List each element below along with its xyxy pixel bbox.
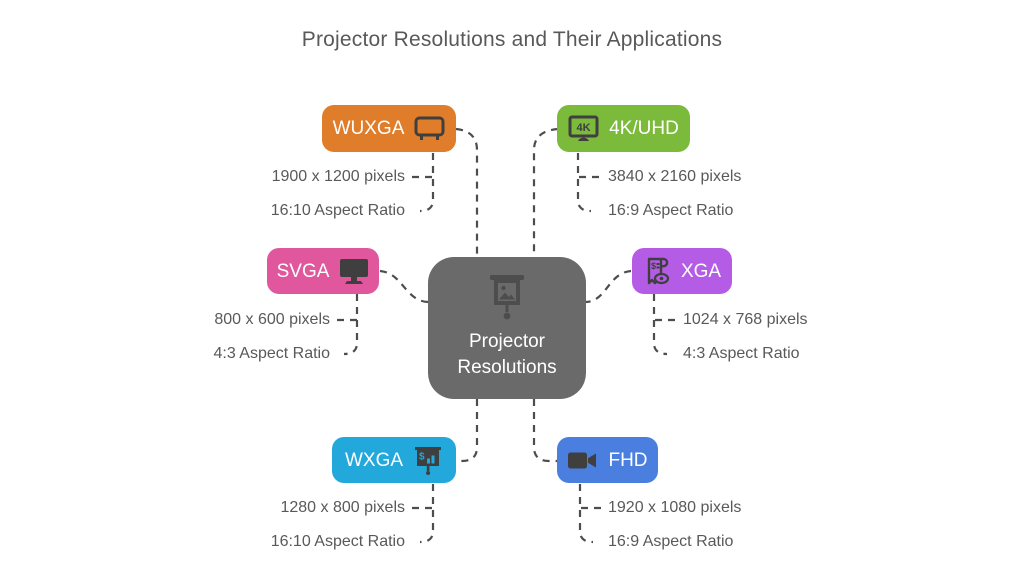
details-4k-uhd: 3840 x 2160 pixels 16:9 Aspect Ratio bbox=[608, 166, 741, 234]
node-wuxga: WUXGA bbox=[322, 105, 456, 152]
aspect-ratio-text: 16:10 Aspect Ratio bbox=[270, 533, 405, 550]
details-wuxga: 1900 x 1200 pixels 16:10 Aspect Ratio bbox=[271, 166, 405, 234]
node-xga: $ XGA bbox=[632, 248, 732, 294]
node-fhd-label: FHD bbox=[608, 449, 648, 471]
node-4k-uhd-label: 4K/UHD bbox=[609, 118, 679, 139]
center-node-label: Projector Resolutions bbox=[457, 331, 557, 378]
svg-text:4K: 4K bbox=[577, 122, 591, 134]
center-node-projector-resolutions: Projector Resolutions bbox=[428, 257, 586, 399]
resolution-text: 800 x 600 pixels bbox=[214, 311, 330, 328]
connector-uhd-center bbox=[532, 127, 559, 257]
bracket-wuxga bbox=[419, 153, 435, 213]
aspect-ratio-text: 16:10 Aspect Ratio bbox=[270, 202, 405, 219]
aspect-ratio-text: 16:9 Aspect Ratio bbox=[608, 202, 734, 219]
node-svga-label: SVGA bbox=[276, 260, 330, 282]
resolution-text: 1024 x 768 pixels bbox=[683, 311, 808, 328]
connector-fhd-center bbox=[532, 399, 557, 463]
details-fhd: 1920 x 1080 pixels 16:9 Aspect Ratio bbox=[608, 497, 741, 565]
bracket-wxga bbox=[419, 484, 435, 544]
projector-screen-icon bbox=[481, 275, 533, 321]
bracket-fhd bbox=[578, 484, 594, 544]
node-wuxga-label: WUXGA bbox=[332, 118, 405, 139]
aspect-ratio-text: 16:9 Aspect Ratio bbox=[608, 533, 734, 550]
bracket-uhd bbox=[576, 153, 592, 213]
resolution-text: 1900 x 1200 pixels bbox=[271, 168, 405, 185]
details-wxga: 1280 x 800 pixels 16:10 Aspect Ratio bbox=[271, 497, 405, 565]
node-svga: SVGA bbox=[267, 248, 379, 294]
node-wxga-label: WXGA bbox=[344, 449, 404, 471]
connector-xga-center bbox=[585, 269, 632, 304]
details-xga: 1024 x 768 pixels 4:3 Aspect Ratio bbox=[683, 309, 808, 377]
receipt-eye-icon: $ bbox=[643, 256, 671, 286]
video-camera-icon bbox=[567, 450, 598, 471]
desktop-monitor-icon bbox=[339, 258, 369, 284]
svg-text:$: $ bbox=[651, 261, 656, 271]
svg-text:$: $ bbox=[419, 451, 425, 462]
node-fhd: FHD bbox=[557, 437, 658, 483]
bracket-svga bbox=[343, 294, 359, 356]
resolution-text: 3840 x 2160 pixels bbox=[608, 168, 742, 185]
presentation-chart-icon: $ bbox=[413, 446, 443, 475]
node-wxga: WXGA $ bbox=[332, 437, 456, 483]
resolution-text: 1920 x 1080 pixels bbox=[608, 499, 742, 516]
connector-wuxga-center bbox=[455, 127, 479, 257]
node-xga-label: XGA bbox=[680, 260, 722, 282]
page-title: Projector Resolutions and Their Applicat… bbox=[301, 28, 723, 51]
connector-wxga-center bbox=[456, 399, 479, 463]
aspect-ratio-text: 4:3 Aspect Ratio bbox=[213, 345, 330, 362]
aspect-ratio-text: 4:3 Aspect Ratio bbox=[683, 345, 800, 362]
4k-monitor-icon: 4K bbox=[568, 115, 599, 142]
node-4k-uhd: 4K 4K/UHD bbox=[557, 105, 690, 152]
details-svga: 800 x 600 pixels 4:3 Aspect Ratio bbox=[213, 309, 330, 377]
bracket-xga bbox=[652, 294, 668, 356]
tv-icon bbox=[414, 116, 445, 141]
resolution-text: 1280 x 800 pixels bbox=[280, 499, 405, 516]
connector-svga-center bbox=[379, 269, 429, 304]
